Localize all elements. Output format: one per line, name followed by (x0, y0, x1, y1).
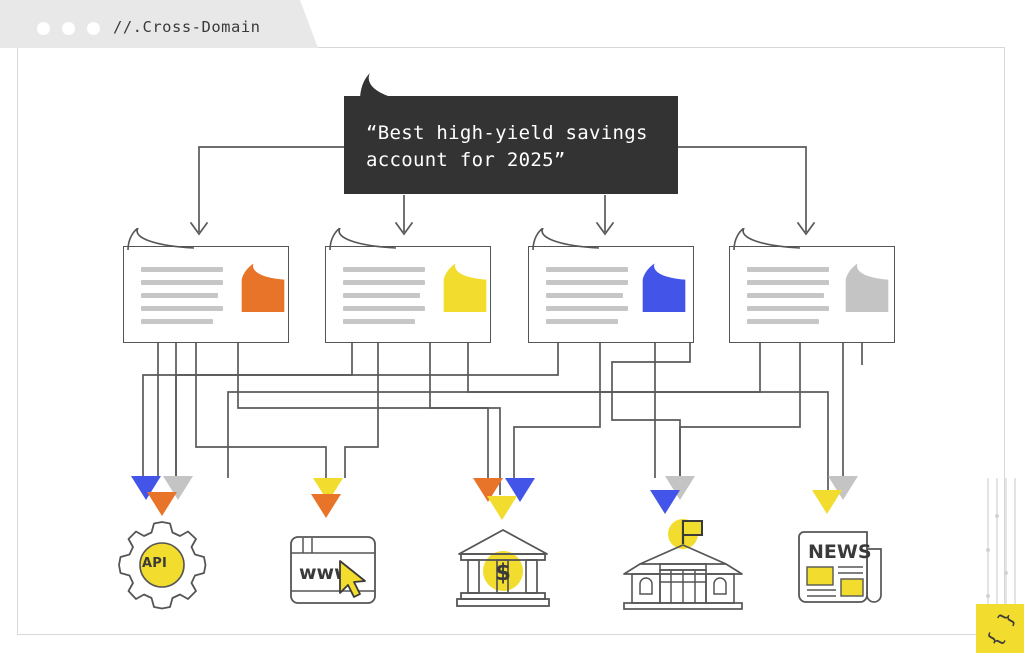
news-paper-icon[interactable]: NEWS (793, 527, 891, 613)
query-text: “Best high-yield savings account for 202… (366, 122, 648, 171)
window-dot-1[interactable] (37, 22, 50, 35)
source-card-orange-chip (241, 263, 285, 312)
badge-accent-lines (986, 478, 1016, 608)
api-gear-label: API (142, 556, 168, 571)
source-card-orange-lines (141, 267, 223, 332)
titlebar-shape (0, 0, 318, 48)
source-card-gray-chip (845, 263, 889, 312)
code-badge-glyph: { } (980, 606, 1020, 651)
window-titlebar: //.Cross-Domain (0, 0, 320, 48)
source-card-gray-notch (733, 228, 801, 251)
website-browser-icon[interactable]: www (288, 534, 378, 610)
source-card-yellow-lines (343, 267, 425, 332)
query-bubble (344, 96, 678, 194)
svg-text:$: $ (495, 560, 511, 586)
source-card-blue-lines (546, 267, 628, 332)
source-card-yellow-chip (443, 263, 487, 312)
source-card-blue-notch (532, 228, 600, 251)
source-card-yellow-notch (329, 228, 397, 251)
svg-text:NEWS: NEWS (808, 541, 872, 563)
query-bubble-tail (360, 73, 398, 101)
window-dot-3[interactable] (87, 22, 100, 35)
window-title: //.Cross-Domain (113, 18, 261, 36)
svg-text:www: www (299, 562, 352, 584)
source-card-orange-notch (127, 228, 195, 251)
code-badge[interactable]: { } (976, 604, 1024, 653)
government-building-icon[interactable] (622, 512, 744, 616)
source-card-gray-lines (747, 267, 829, 332)
api-gear-icon[interactable]: API (115, 518, 209, 616)
bank-building-icon[interactable]: $ (455, 527, 551, 613)
source-card-blue-chip (642, 263, 686, 312)
window-dot-2[interactable] (62, 22, 75, 35)
